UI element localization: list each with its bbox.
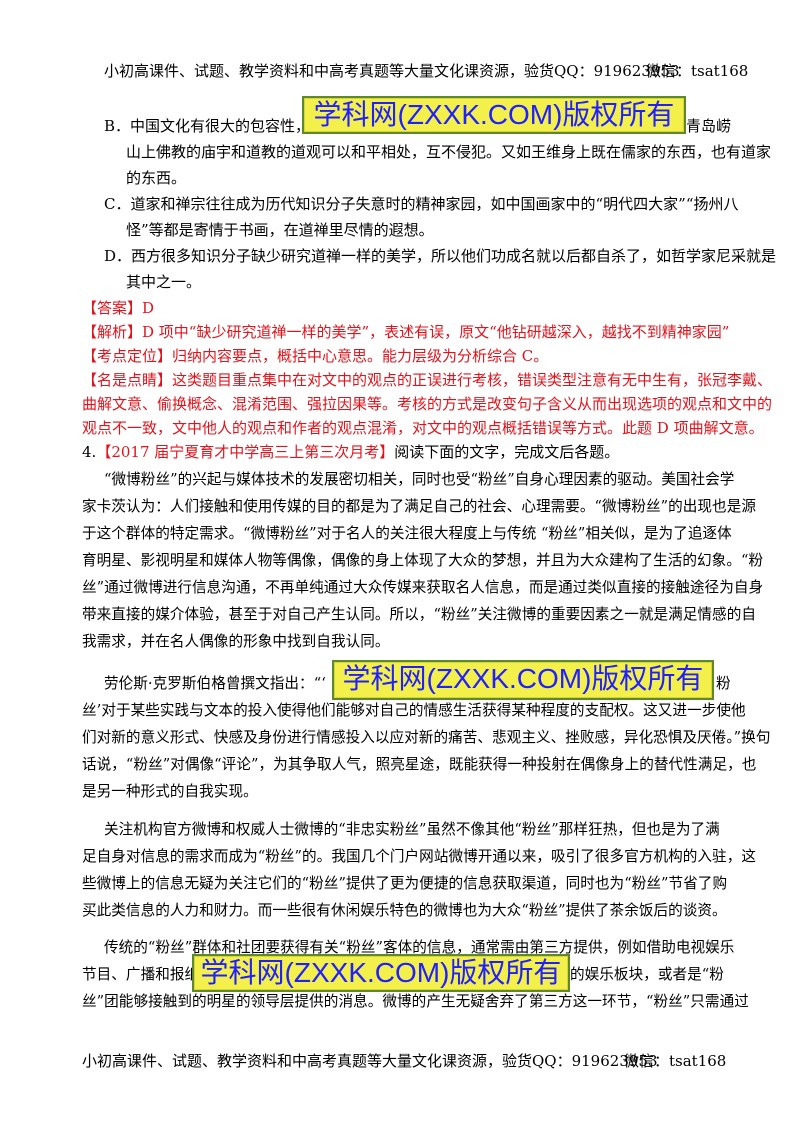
- passage-p4-line-3: 丝”团能够接触到的明星的领导层提供的消息。微博的产生无疑舍弃了第三方这一环节，“…: [82, 993, 749, 1010]
- comment-line-3: 观点不一致，文中他人的观点和作者的观点混淆，对文中的观点概括错误等方式。此题 D…: [82, 419, 764, 437]
- comment-line-1: 【名是点睛】这类题目重点集中在对文中的观点的正误进行考核，错误类型注意有无中生有…: [82, 371, 773, 389]
- focus: 【考点定位】归纳内容要点，概括中心意思。能力层级为分析综合 C。: [82, 347, 549, 365]
- passage-p2-line-3: 话说，“粉丝”对偶像“评论”，为其争取人气，照亮星途，既能获得一种投射在偶像身上…: [82, 756, 757, 773]
- page-footer-wechat: 微信：tsat168: [624, 1052, 727, 1070]
- passage-p1-line-2: 家卡茨认为：人们接触和使用传媒的目的都是为了满足自己的社会、心理需要。“微博粉丝…: [82, 498, 756, 515]
- option-b-line-3: 的东西。: [126, 169, 187, 187]
- passage-p3-line-1: 关注机构官方微博和权威人士微博的“非忠实粉丝”虽然不像其他“粉丝”那样狂热，但也…: [104, 821, 720, 838]
- passage-p1-line-7: 我需求，并在名人偶像的形象中找到自我认同。: [82, 633, 390, 650]
- page-header-wechat: 微信：tsat168: [646, 62, 749, 80]
- passage-p1-line-4: 育明星、影视明星和媒体人物等偶像，偶像的身上体现了大众的梦想，并且为大众建构了生…: [82, 552, 764, 569]
- option-b-line-1-end: 青岛崂: [686, 117, 732, 135]
- passage-p1-line-5: 丝”通过微博进行信息沟通，不再单纯通过大众传媒来获取名人信息，而是通过类似直接的…: [82, 579, 764, 596]
- question-source: 【2017 届宁夏育才中学高三上第三次月考】: [96, 443, 395, 461]
- comment-line-2: 曲解文意、偷换概念、混淆范围、强拉因果等。考核的方式是改变句子含义从而出现选项的…: [82, 395, 773, 413]
- passage-p2-line-1: 丝’对于某些实践与文本的投入使得他们能够对自己的情感生活获得某种程度的支配权。这…: [82, 702, 746, 719]
- page-header: 小初高课件、试题、教学资料和中高考真题等大量文化课资源，验货QQ：9196239…: [104, 60, 680, 81]
- question-number: 4.: [82, 443, 97, 461]
- answer: 【答案】D: [82, 299, 155, 317]
- passage-p4-line-2-start: 节目、广播和报纸: [82, 966, 200, 983]
- footer-text: 小初高课件、试题、教学资料和中高考真题等大量文化课资源，验货QQ：9196239…: [82, 1052, 658, 1070]
- page-footer: 小初高课件、试题、教学资料和中高考真题等大量文化课资源，验货QQ：9196239…: [82, 1050, 658, 1071]
- analysis: 【解析】D 项中“缺少研究道禅一样的美学”，表述有误，原文“他钻研越深入，越找不…: [82, 323, 730, 341]
- option-d-line-2: 其中之一。: [126, 273, 202, 291]
- passage-p2-start: 劳伦斯·克罗斯伯格曾撰文指出：“‘: [104, 675, 326, 692]
- watermark-3: 学科网(ZXXK.COM)版权所有: [192, 954, 570, 992]
- passage-p1-line-1: “微博粉丝”的兴起与媒体技术的发展密切相关，同时也受“粉丝”自身心理因素的驱动。…: [104, 471, 735, 488]
- passage-p1-line-3: 于这个群体的特定需求。“微博粉丝”对于名人的关注很大程度上与传统 “粉丝”相关似…: [82, 525, 732, 542]
- passage-p3-line-2: 足自身对信息的需求而成为“粉丝”的。我国几个门户网站微博开通以来，吸引了很多官方…: [82, 848, 756, 865]
- passage-p2-start-end: 粉: [716, 675, 731, 692]
- passage-p2-line-2: 们对新的意义形式、快感及身份进行情感投入以应对新的痛苦、悲观主义、挫败感，异化恐…: [82, 729, 771, 746]
- option-b-line-2: 山上佛教的庙宇和道教的道观可以和平相处，互不侵犯。又如王维身上既在儒家的东西，也…: [126, 143, 772, 161]
- option-c-line-2: 怪”等都是寄情于书画，在道禅里尽情的遐想。: [126, 221, 434, 239]
- option-d-line-1: D．西方很多知识分子缺少研究道禅一样的美学，所以他们功成名就以后都自杀了，如哲学…: [104, 247, 777, 265]
- option-c-line-1: C．道家和禅宗往往成为历代知识分子失意时的精神家园，如中国画家中的“明代四大家”…: [104, 195, 739, 213]
- question-4: 4.【2017 届宁夏育才中学高三上第三次月考】阅读下面的文字，完成文后各题。: [82, 442, 619, 462]
- passage-p3-line-4: 买此类信息的人力和财力。而一些很有休闲娱乐特色的微博也为大众“粉丝”提供了茶余饭…: [82, 902, 727, 919]
- watermark-1: 学科网(ZXXK.COM)版权所有: [302, 96, 686, 134]
- passage-p2-line-4: 是另一种形式的自我实现。: [82, 783, 258, 800]
- passage-p4-line-2-end: 的娱乐板块，或者是“粉: [570, 966, 724, 983]
- passage-p4-line-1: 传统的“粉丝”群体和社团要获得有关“粉丝”客体的信息，通常需由第三方提供，例如借…: [104, 939, 735, 956]
- passage-p3-line-3: 些微博上的信息无疑为关注它们的“粉丝”提供了更为便捷的信息获取渠道，同时也为“粉…: [82, 875, 728, 892]
- passage-p1-line-6: 带来直接的媒介体验，甚至于对自己产生认同。所以，“粉丝”关注微博的重要因素之一就…: [82, 606, 756, 623]
- question-instruction: 阅读下面的文字，完成文后各题。: [394, 443, 620, 461]
- header-text: 小初高课件、试题、教学资料和中高考真题等大量文化课资源，验货QQ：9196239…: [104, 62, 680, 80]
- watermark-2: 学科网(ZXXK.COM)版权所有: [332, 660, 714, 700]
- option-b-line-1: B．中国文化有很大的包容性，如: [104, 117, 326, 135]
